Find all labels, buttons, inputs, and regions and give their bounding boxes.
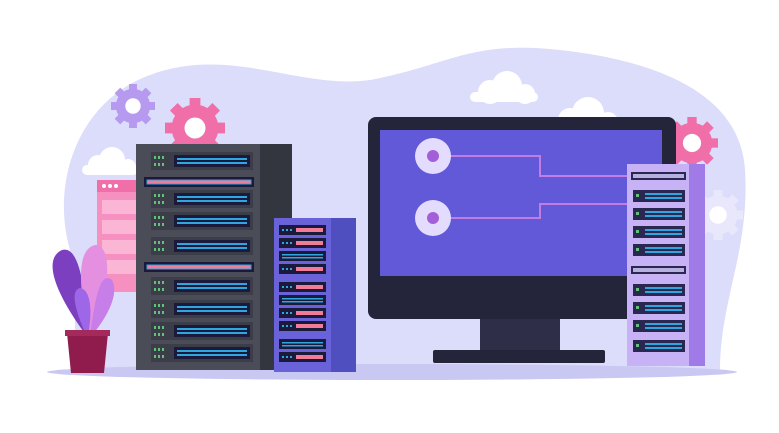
server-rack-purple — [274, 218, 356, 372]
rack-unit — [633, 340, 685, 352]
rack-unit — [633, 320, 685, 332]
server-rack-light — [627, 164, 705, 366]
rack-unit — [279, 251, 326, 261]
display-panel — [174, 193, 250, 205]
display-panel — [174, 303, 250, 315]
display-panel — [174, 155, 250, 167]
rack-unit — [279, 352, 326, 362]
circuit-line — [450, 155, 640, 177]
display-panel — [174, 325, 250, 337]
rack-unit — [633, 244, 685, 256]
rack-unit — [279, 264, 326, 274]
rack-unit — [279, 238, 326, 248]
rack-unit — [279, 282, 326, 292]
gear-icon — [111, 84, 155, 128]
rack-unit — [633, 208, 685, 220]
rack-unit — [279, 321, 326, 331]
display-panel — [174, 280, 250, 292]
rack-unit — [151, 344, 253, 362]
rack-unit — [151, 322, 253, 340]
monitor-icon — [368, 117, 676, 363]
rack-unit — [633, 190, 685, 202]
display-panel — [174, 347, 250, 359]
display-panel — [174, 240, 250, 252]
plant-icon — [52, 245, 115, 373]
rack-unit — [631, 172, 686, 180]
server-rack-dark — [136, 144, 292, 370]
rack-unit — [151, 277, 253, 295]
display-panel — [174, 215, 250, 227]
rack-unit — [633, 284, 685, 296]
rack-unit — [279, 295, 326, 305]
rack-unit — [151, 237, 253, 255]
rack-unit — [151, 152, 253, 170]
rack-unit — [633, 302, 685, 314]
rack-unit — [279, 225, 326, 235]
rack-unit — [279, 339, 326, 349]
circuit-line — [450, 203, 640, 219]
rack-unit — [279, 308, 326, 318]
cloud-icon — [82, 147, 138, 175]
browser-window-icon — [97, 180, 139, 292]
rack-unit — [144, 177, 254, 187]
cloud-icon — [470, 71, 538, 104]
rack-unit — [151, 300, 253, 318]
rack-unit — [151, 212, 253, 230]
rack-unit — [633, 226, 685, 238]
rack-unit — [631, 266, 686, 274]
rack-unit — [151, 190, 253, 208]
rack-unit — [144, 262, 254, 272]
